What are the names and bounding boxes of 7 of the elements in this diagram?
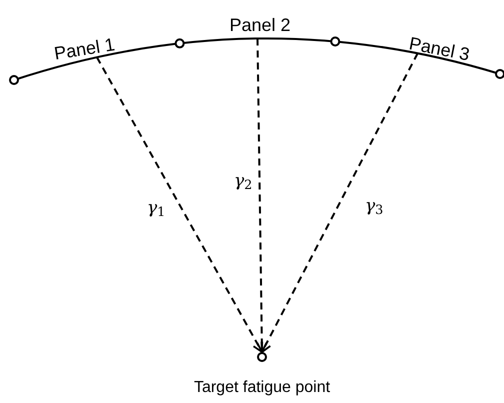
panel-label: Panel 2 [229, 16, 291, 34]
dashed-arrow [261, 52, 419, 353]
panel-label: Panel 1 [52, 35, 116, 63]
panel-label: Target fatigue point [194, 380, 330, 396]
dashed-arrow [256, 38, 268, 353]
panel-label: Panel 3 [408, 34, 472, 64]
dashed-arrow [96, 56, 263, 353]
